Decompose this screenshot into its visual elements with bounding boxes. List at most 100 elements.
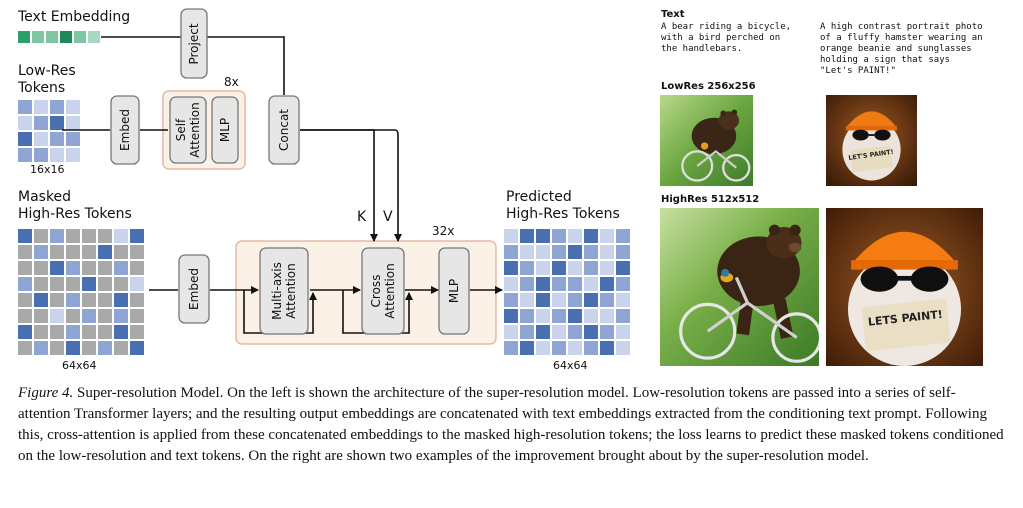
architecture-diagram: Text Embedding Low-Res Tokens 16x16 8x M… (0, 0, 650, 380)
token-cell (114, 325, 128, 339)
token-cell (568, 325, 582, 339)
token-cell (584, 309, 598, 323)
mlp-text-lowres: MLP (218, 118, 232, 142)
token-cell (98, 229, 112, 243)
project-block (180, 8, 208, 79)
token-cell (130, 309, 144, 323)
token-cell (98, 277, 112, 291)
token-cell (34, 277, 48, 291)
figure-label: Figure 4. (18, 385, 74, 401)
token-cell (50, 132, 64, 146)
predicted-label-line1: Predicted (506, 189, 572, 205)
token-cell (536, 245, 550, 259)
token-cell (536, 229, 550, 243)
token-cell (50, 293, 64, 307)
token-cell (18, 325, 32, 339)
token-cell (18, 116, 32, 130)
text-embedding-label: Text Embedding (18, 9, 131, 25)
token-cell (504, 341, 518, 355)
lowres-size-label: 16x16 (30, 163, 65, 176)
token-cell (568, 293, 582, 307)
token-cell (600, 277, 614, 291)
token-cell (34, 132, 48, 146)
token-cell (568, 277, 582, 291)
token-cell (114, 229, 128, 243)
figure-caption: Figure 4. Super-resolution Model. On the… (18, 383, 1008, 467)
token-cell (18, 261, 32, 275)
token-cell (584, 277, 598, 291)
token-cell (82, 229, 96, 243)
token-cell (130, 261, 144, 275)
embed-text-highres: Embed (187, 268, 201, 310)
token-cell (536, 309, 550, 323)
token-cell (66, 261, 80, 275)
token-cell (66, 325, 80, 339)
token-cell (18, 293, 32, 307)
token-cell (50, 148, 64, 162)
token-cell (18, 341, 32, 355)
token-cell (82, 325, 96, 339)
k-label: K (357, 209, 367, 225)
token-cell (552, 325, 566, 339)
token-cell (552, 277, 566, 291)
token-cell (536, 293, 550, 307)
token-cell (34, 325, 48, 339)
token-cell (552, 293, 566, 307)
token-cell (50, 245, 64, 259)
diagram-canvas: Project Embed SelfAttention MLP Concat E… (18, 8, 630, 355)
token-cell (552, 261, 566, 275)
token-cell (114, 293, 128, 307)
text-embedding-strip (18, 31, 100, 43)
token-cell (98, 309, 112, 323)
lowres-token-grid (18, 100, 80, 162)
self-attention-text: SelfAttention (174, 102, 202, 157)
token-cell (520, 293, 534, 307)
token-cell (114, 309, 128, 323)
token-cell (504, 277, 518, 291)
token-cell (114, 277, 128, 291)
highres-hamster-image: LETS PAINT! (826, 208, 983, 366)
lowres-tokens-label-line1: Low-Res (18, 63, 76, 79)
prompt-bear: A bear riding a bicycle, with a bird per… (661, 22, 792, 54)
token-cell (616, 309, 630, 323)
token-cell (130, 277, 144, 291)
token-cell (34, 148, 48, 162)
concat-block (268, 95, 300, 165)
cross-attention-text: CrossAttention (369, 263, 397, 318)
embed-block-lowres (110, 95, 140, 165)
token-cell (616, 229, 630, 243)
token-cell (82, 261, 96, 275)
token-cell (50, 100, 64, 114)
token-cell (600, 309, 614, 323)
token-cell (114, 341, 128, 355)
masked-token-grid (18, 229, 144, 355)
token-cell (66, 245, 80, 259)
token-cell (568, 245, 582, 259)
token-cell (130, 229, 144, 243)
token-cell (34, 341, 48, 355)
token-cell (34, 261, 48, 275)
token-cell (504, 245, 518, 259)
token-cell (616, 245, 630, 259)
token-cell (520, 261, 534, 275)
examples-panel: Text A bear riding a bicycle, with a bir… (655, 0, 1023, 372)
token-cell (82, 277, 96, 291)
token-cell (568, 261, 582, 275)
token-cell (552, 341, 566, 355)
predicted-size-label: 64x64 (553, 359, 588, 372)
token-cell (568, 341, 582, 355)
token-cell (600, 261, 614, 275)
v-label: V (383, 209, 393, 225)
lowres-bear-image (660, 95, 753, 186)
token-cell (520, 277, 534, 291)
token-cell (98, 245, 112, 259)
token-cell (552, 229, 566, 243)
mlp-text-highres: MLP (447, 279, 461, 303)
token-cell (66, 309, 80, 323)
token-cell (536, 341, 550, 355)
self-attention-block (169, 96, 207, 164)
token-cell (616, 277, 630, 291)
predicted-label-line2: High-Res Tokens (506, 206, 620, 222)
mlp-block-lowres (211, 96, 239, 164)
token-cell (34, 116, 48, 130)
